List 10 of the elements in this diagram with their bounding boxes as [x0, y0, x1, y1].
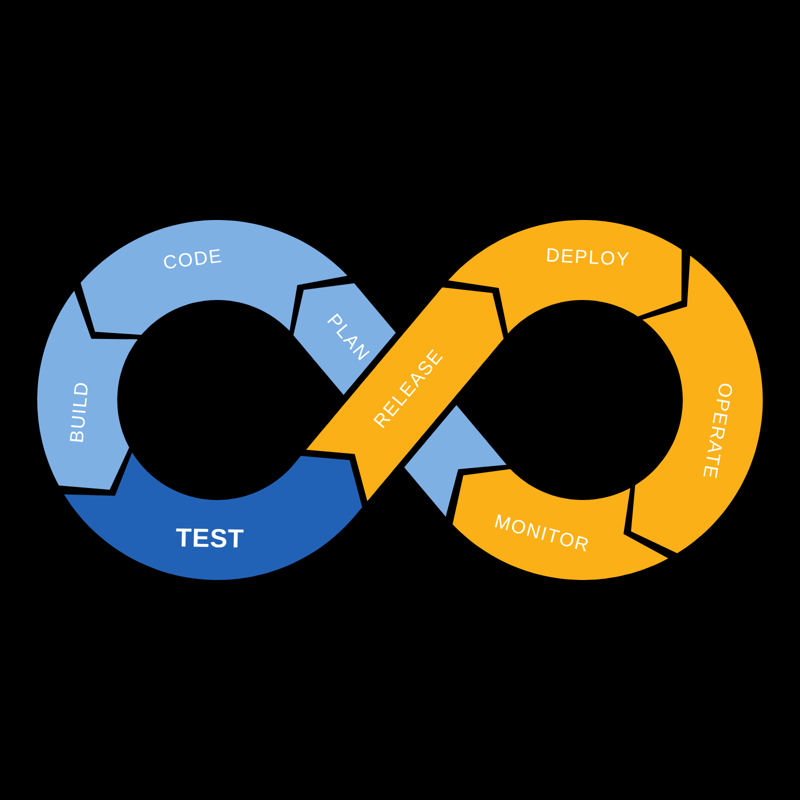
segment-label: CODE: [162, 247, 224, 274]
segment-label: TEST: [176, 524, 244, 552]
arrow-segment: [37, 290, 138, 490]
arrow-segment: [63, 452, 363, 580]
segment-label: DEPLOY: [545, 246, 630, 270]
arrow-segment: [448, 220, 682, 334]
arrow-segment: [452, 469, 669, 580]
arrow-segment: [631, 255, 763, 554]
segment-label: OPERATE: [699, 381, 736, 481]
segment-label: BUILD: [68, 380, 92, 444]
